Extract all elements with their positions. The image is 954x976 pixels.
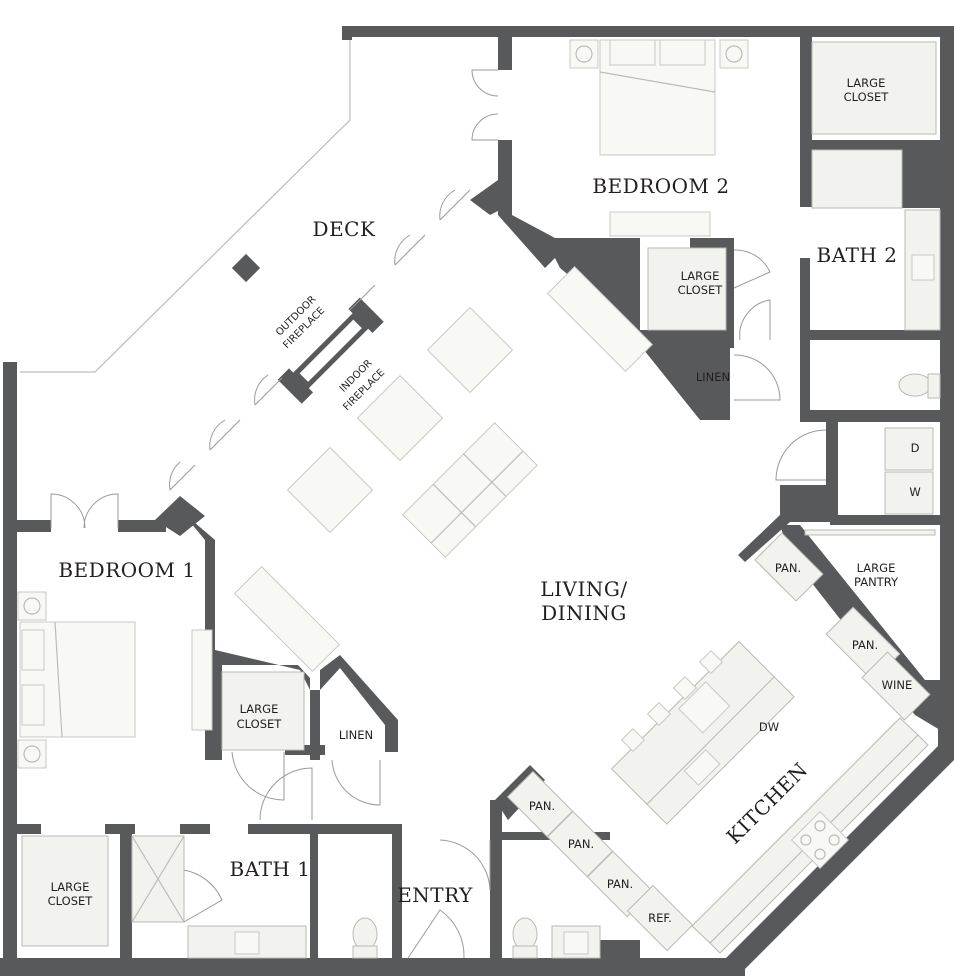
island-stools <box>620 649 724 753</box>
bedroom1-label: BEDROOM 1 <box>58 558 195 582</box>
dryer-label: D <box>911 441 920 455</box>
pan-lower-1-label: PAN. <box>529 799 555 813</box>
entry-label: ENTRY <box>397 883 473 907</box>
pan-lower-2-label: PAN. <box>568 837 594 851</box>
hall-closet-label-line1: LARGE <box>681 269 720 283</box>
dishwasher-label: DW <box>759 720 779 734</box>
deck-label: DECK <box>313 217 376 241</box>
wine-label: WINE <box>882 678 913 692</box>
bed2-closet-label-line2: CLOSET <box>844 90 890 104</box>
storage-labels: LARGE CLOSET LARGE CLOSET LINEN LARGE CL… <box>48 76 899 908</box>
bath1-closet-label-line2: CLOSET <box>48 894 94 908</box>
bed2-closet-label-line1: LARGE <box>847 76 886 90</box>
bedroom1-furniture <box>17 591 305 769</box>
washer-label: W <box>909 485 920 499</box>
large-pantry-label-line1: LARGE <box>857 561 896 575</box>
bed1-closet-label-line2: CLOSET <box>237 717 283 731</box>
bath1-fixtures <box>21 835 601 959</box>
pan-top-label: PAN. <box>775 561 801 575</box>
bath1-label: BATH 1 <box>230 857 311 881</box>
deck-post <box>231 253 261 283</box>
hall-closet-label-line2: CLOSET <box>678 283 724 297</box>
kitchen-fixtures <box>506 529 936 954</box>
dryer-unit <box>884 427 934 471</box>
laundry <box>884 427 934 515</box>
living-dining-label-line1: LIVING/ <box>540 577 627 601</box>
linen-upper-label: LINEN <box>696 370 730 384</box>
bedroom2-label: BEDROOM 2 <box>592 174 729 198</box>
doors <box>50 69 827 959</box>
deck-area <box>20 40 351 373</box>
fireplace-block <box>277 297 384 404</box>
refrigerator-label: REF. <box>648 911 672 925</box>
lower-pantry-cabinets <box>506 770 694 952</box>
living-furniture <box>233 265 654 673</box>
bedroom2-furniture <box>569 39 749 237</box>
washer-unit <box>884 471 934 515</box>
bath1-closet-label-line1: LARGE <box>51 880 90 894</box>
pan-mid-label: PAN. <box>852 638 878 652</box>
living-dining-label-line2: DINING <box>541 601 627 625</box>
bath2-label: BATH 2 <box>817 243 898 267</box>
large-pantry-label-line2: PANTRY <box>854 575 899 589</box>
bed1-closet-label-line1: LARGE <box>240 702 279 716</box>
upper-pantry-cabinets <box>754 532 931 721</box>
room-labels: DECK BEDROOM 2 BATH 2 BEDROOM 1 BATH 1 L… <box>58 174 897 907</box>
exterior-walls <box>0 26 954 976</box>
appliance-labels: D W PAN. PAN. WINE DW PAN. PAN. PAN. REF… <box>529 441 921 925</box>
bath2-fixtures <box>647 41 941 399</box>
pan-lower-3-label: PAN. <box>607 877 633 891</box>
linen-lower-label: LINEN <box>339 728 373 742</box>
